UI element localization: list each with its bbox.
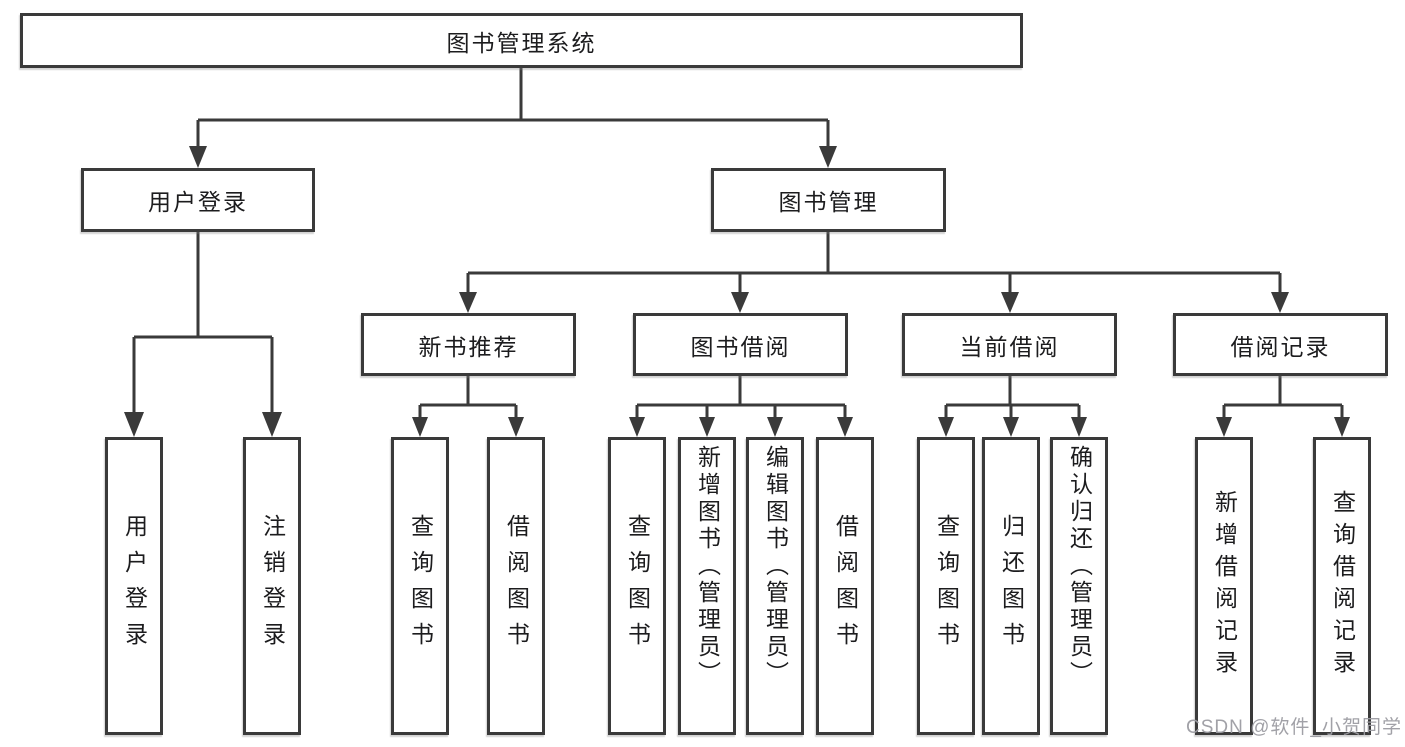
leaf-records-query-record: 查询借阅记录 (1313, 437, 1371, 735)
leaf-newbook-borrow-books: 借阅图书 (487, 437, 545, 735)
leaf-records-query-record-label: 查询借阅记录 (1329, 490, 1356, 682)
leaf-current-confirm-return-admin-label: 确认归还（管理员） (1066, 445, 1093, 688)
leaf-user-login-label: 用户登录 (121, 514, 148, 658)
leaf-current-query-books: 查询图书 (917, 437, 975, 735)
leaf-logout: 注销登录 (243, 437, 301, 735)
leaf-newbook-query-books-label: 查询图书 (407, 514, 434, 658)
leaf-newbook-borrow-books-label: 借阅图书 (503, 514, 530, 658)
leaf-logout-label: 注销登录 (259, 514, 286, 658)
csdn-watermark: CSDN @软件_小贺同学 (1186, 717, 1402, 738)
leaf-borrow-add-books-admin-label: 新增图书（管理员） (694, 445, 721, 688)
leaf-borrow-edit-books-admin-label: 编辑图书（管理员） (762, 445, 789, 688)
node-new-book-recommend: 新书推荐 (361, 313, 576, 376)
leaf-newbook-query-books: 查询图书 (391, 437, 449, 735)
leaf-records-add-record: 新增借阅记录 (1195, 437, 1253, 735)
node-current-borrowing: 当前借阅 (902, 313, 1117, 376)
leaf-borrow-add-books-admin: 新增图书（管理员） (678, 437, 736, 735)
leaf-borrow-borrow-books: 借阅图书 (816, 437, 874, 735)
leaf-records-add-record-label: 新增借阅记录 (1211, 490, 1238, 682)
leaf-borrow-borrow-books-label: 借阅图书 (832, 514, 859, 658)
node-borrowing-records: 借阅记录 (1173, 313, 1388, 376)
leaf-current-confirm-return-admin: 确认归还（管理员） (1050, 437, 1108, 735)
leaf-current-return-books: 归还图书 (982, 437, 1040, 735)
leaf-current-query-books-label: 查询图书 (933, 514, 960, 658)
arrowheads (124, 146, 1350, 437)
node-library-management-system: 图书管理系统 (20, 13, 1023, 68)
node-book-management: 图书管理 (711, 168, 946, 232)
leaf-borrow-query-books: 查询图书 (608, 437, 666, 735)
leaf-borrow-query-books-label: 查询图书 (624, 514, 651, 658)
leaf-current-return-books-label: 归还图书 (998, 514, 1025, 658)
leaf-user-login: 用户登录 (105, 437, 163, 735)
node-book-borrowing: 图书借阅 (633, 313, 848, 376)
leaf-borrow-edit-books-admin: 编辑图书（管理员） (746, 437, 804, 735)
node-user-login: 用户登录 (81, 168, 315, 232)
